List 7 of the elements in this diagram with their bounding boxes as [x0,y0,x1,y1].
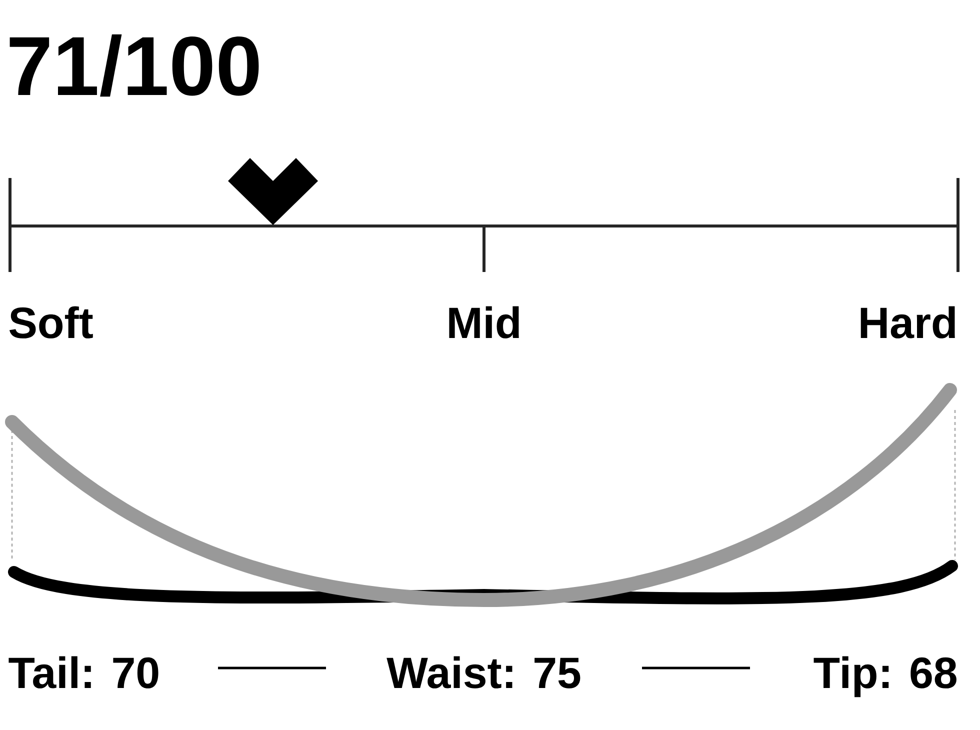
flex-value: Tail: 70 [8,656,158,688]
flex-value: Tip: 68 [814,656,956,698]
flex-value: Waist: 75 [386,656,580,688]
scale-label: Soft [9,306,93,338]
scale-label: Mid [449,306,519,338]
title: 71/100 [10,34,259,97]
scale-label: Hard [860,306,955,338]
